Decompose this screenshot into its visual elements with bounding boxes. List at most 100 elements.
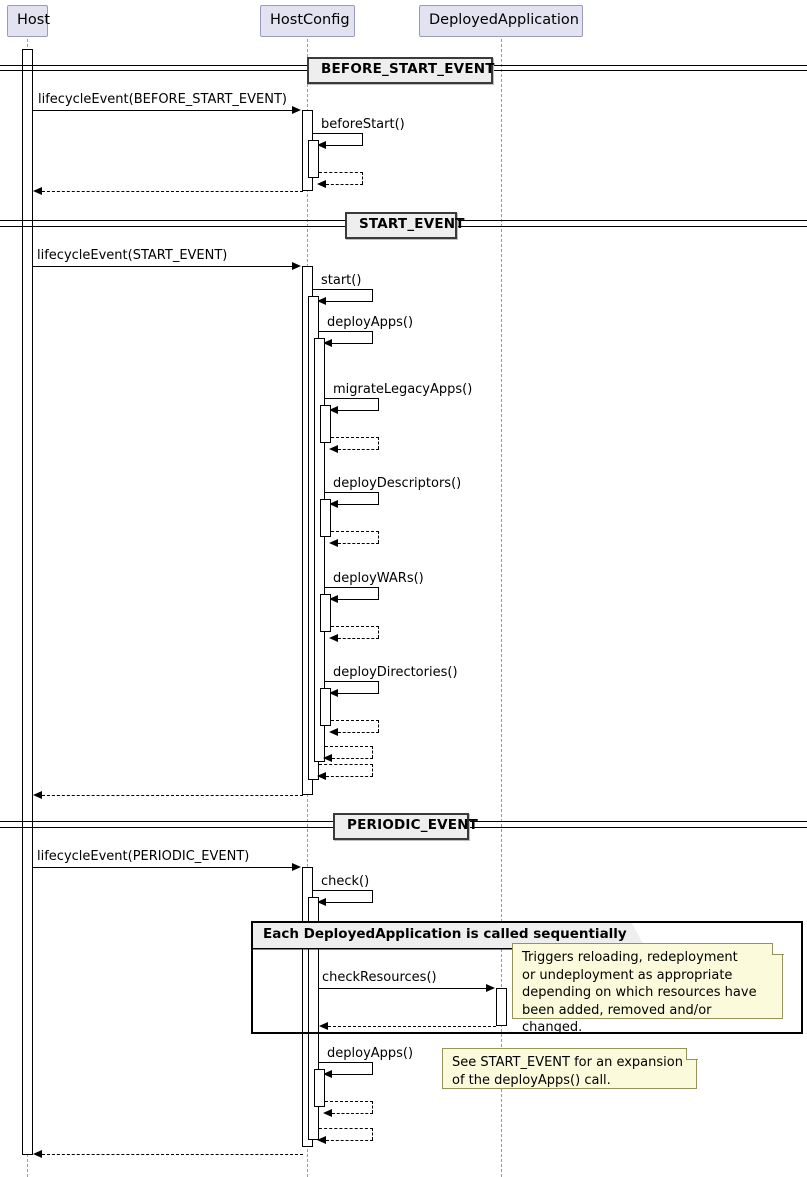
message-label-m6: start() — [321, 273, 362, 288]
self-top-m12 — [325, 587, 379, 588]
message-arrow-m26 — [33, 1149, 42, 1158]
self-top-m3 — [319, 172, 363, 173]
message-line-m21 — [319, 988, 493, 989]
message-arrow-m23 — [323, 1069, 332, 1078]
message-arrow-m20 — [317, 897, 326, 906]
self-right-m6 — [372, 289, 373, 301]
message-arrow-m12 — [329, 594, 338, 603]
message-label-m7: deployApps() — [327, 315, 414, 330]
message-line-m4 — [42, 191, 303, 192]
participant-hostconfig[interactable]: HostConfig — [260, 5, 355, 37]
participant-host[interactable]: Host — [7, 5, 50, 37]
self-bot-m13 — [338, 638, 379, 639]
self-right-m13 — [378, 626, 379, 638]
self-bot-m6 — [326, 301, 373, 302]
self-bot-m24 — [332, 1113, 373, 1114]
message-line-m5 — [33, 266, 299, 267]
self-right-m24 — [372, 1101, 373, 1113]
message-arrow-m25 — [317, 1135, 326, 1144]
message-line-m18 — [42, 795, 303, 796]
message-line-m26 — [42, 1154, 303, 1155]
self-top-m6 — [313, 289, 373, 290]
message-line-m19 — [33, 867, 299, 868]
message-label-m5: lifecycleEvent(START_EVENT) — [37, 248, 228, 263]
self-top-m8 — [325, 398, 379, 399]
message-label-m8: migrateLegacyApps() — [333, 382, 473, 397]
self-bot-m7 — [332, 343, 373, 344]
self-right-m20 — [372, 890, 373, 902]
self-top-m15 — [331, 720, 379, 721]
lifeline-deployedapplication — [501, 34, 502, 1177]
message-arrow-m18 — [33, 790, 42, 799]
message-arrow-m1 — [292, 105, 301, 114]
message-arrow-m9 — [329, 444, 338, 453]
self-bot-m2 — [326, 145, 363, 146]
message-arrow-m16 — [323, 753, 332, 762]
divider-periodic-event: PERIODIC_EVENT — [333, 813, 478, 840]
self-bot-m20 — [326, 902, 373, 903]
self-top-m9 — [331, 437, 379, 438]
message-label-m1: lifecycleEvent(BEFORE_START_EVENT) — [38, 92, 287, 107]
message-label-m20: check() — [321, 874, 370, 889]
message-arrow-m11 — [329, 538, 338, 547]
self-bot-m14 — [338, 693, 379, 694]
note-deploy-apps: See START_EVENT for an expansion of the … — [442, 1048, 697, 1089]
message-arrow-m17 — [317, 771, 326, 780]
message-line-m1 — [33, 110, 299, 111]
message-arrow-m5 — [292, 261, 301, 270]
message-arrow-m8 — [329, 405, 338, 414]
self-top-m13 — [331, 626, 379, 627]
frame-header-sequential-loop: Each DeployedApplication is called seque… — [253, 923, 646, 950]
note-deploy-apps-fold — [686, 1048, 698, 1060]
activation-host — [22, 49, 33, 1155]
message-arrow-m13 — [329, 633, 338, 642]
self-right-m15 — [378, 720, 379, 732]
self-top-m14 — [325, 681, 379, 682]
message-arrow-m15 — [329, 727, 338, 736]
self-top-m17 — [319, 764, 373, 765]
self-right-m25 — [372, 1128, 373, 1140]
self-bot-m16 — [332, 758, 373, 759]
message-arrow-m22 — [319, 1021, 328, 1030]
message-arrow-m14 — [329, 688, 338, 697]
activation-check-level2 — [308, 897, 319, 1140]
self-right-m17 — [372, 764, 373, 776]
activation-hostconfig-beforestart-inner — [308, 140, 319, 178]
message-label-m10: deployDescriptors() — [333, 476, 462, 491]
message-label-m12: deployWARs() — [333, 571, 424, 586]
participant-deployedapplication[interactable]: DeployedApplication — [419, 5, 583, 37]
self-top-m7 — [319, 331, 373, 332]
divider-start-event: START_EVENT — [345, 212, 464, 239]
activation-deployapps-level3 — [314, 338, 325, 762]
self-right-m12 — [378, 587, 379, 599]
note-check-resources: Triggers reloading, redeployment or unde… — [512, 943, 783, 1035]
message-arrow-m7 — [323, 338, 332, 347]
self-bot-m11 — [338, 543, 379, 544]
self-right-m8 — [378, 398, 379, 410]
message-arrow-m24 — [323, 1108, 332, 1117]
message-arrow-m2 — [317, 140, 326, 149]
message-arrow-m6 — [317, 296, 326, 305]
divider-before-start-event: BEFORE_START_EVENT — [307, 57, 494, 84]
self-right-m23 — [372, 1062, 373, 1074]
message-line-m22 — [328, 1026, 496, 1027]
message-arrow-m3 — [317, 179, 326, 188]
self-top-m2 — [313, 133, 363, 134]
message-label-m19: lifecycleEvent(PERIODIC_EVENT) — [37, 849, 250, 864]
message-label-m23: deployApps() — [327, 1046, 414, 1061]
activation-migratelegacyapps — [320, 405, 331, 443]
self-bot-m23 — [332, 1074, 373, 1075]
message-arrow-m21 — [486, 983, 495, 992]
self-top-m23 — [319, 1062, 373, 1063]
self-bot-m15 — [338, 732, 379, 733]
message-label-m2: beforeStart() — [321, 117, 405, 132]
note-check-resources-fold — [772, 943, 784, 955]
self-right-m11 — [378, 531, 379, 543]
self-bot-m25 — [326, 1140, 373, 1141]
self-bot-m8 — [338, 410, 379, 411]
self-right-m2 — [362, 133, 363, 145]
activation-deployedapplication — [496, 988, 507, 1026]
message-label-m21: checkResources() — [322, 970, 437, 985]
message-label-m14: deployDirectories() — [333, 665, 458, 680]
